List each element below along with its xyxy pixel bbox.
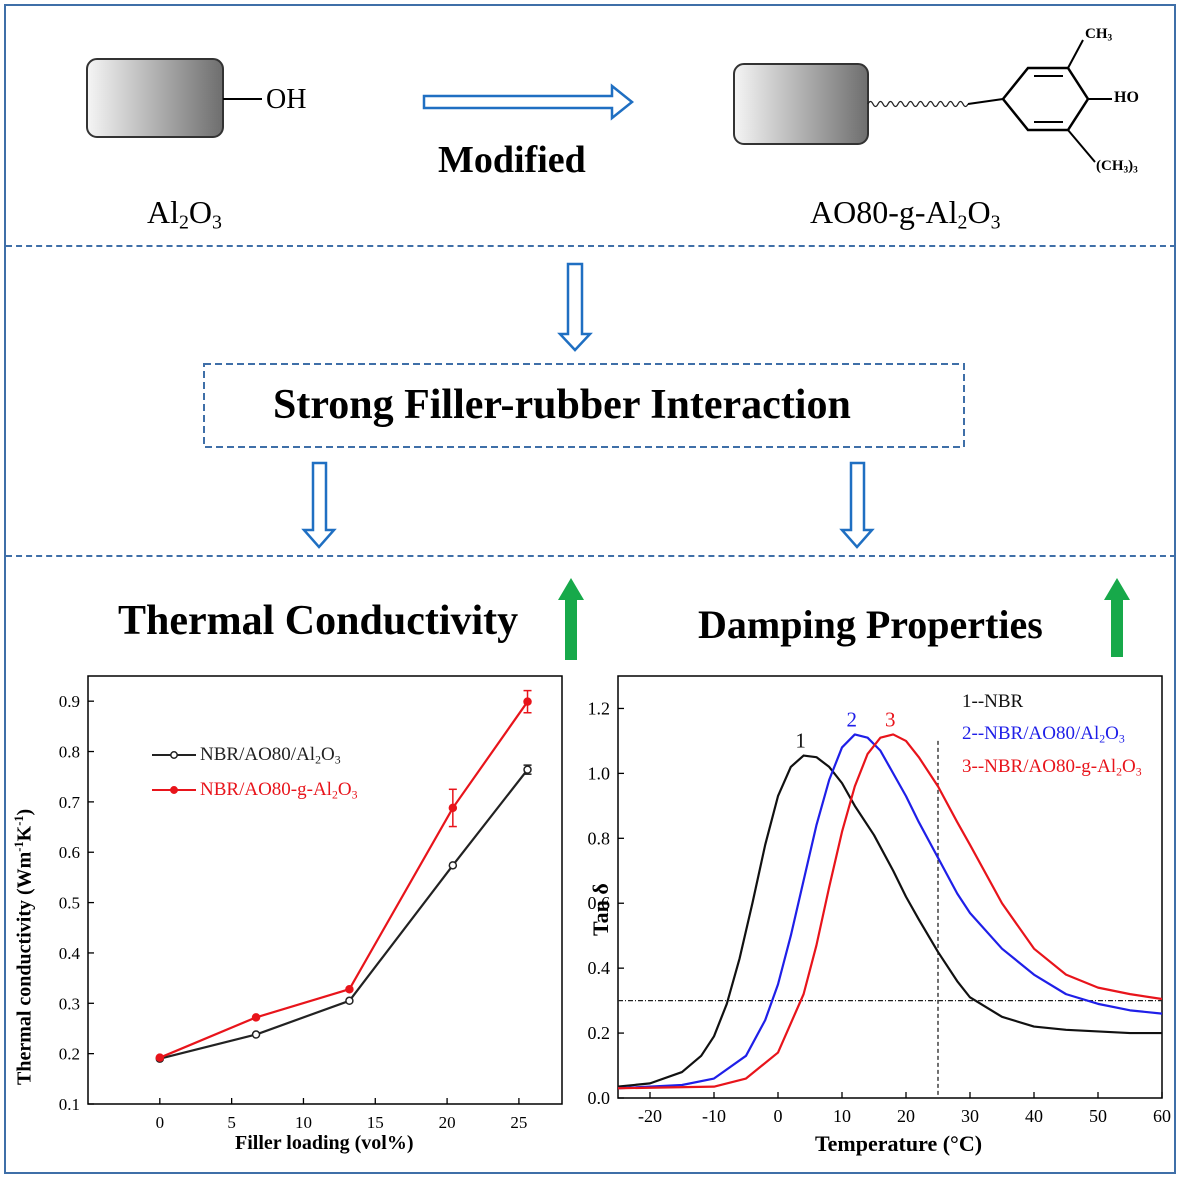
right-xtick-label: -20 [638,1106,662,1126]
left-xtick-label: 20 [439,1113,456,1132]
left-series-2-point [448,803,458,813]
left-xtick-label: 15 [367,1113,384,1132]
left-xtick-label: 5 [227,1113,236,1132]
tbutyl-bond [1067,129,1096,163]
right-xtick-label: 0 [774,1106,783,1126]
chain-linker [867,100,969,108]
left-ylabel: Thermal conductivity (Wm-1K-1) [12,808,36,1085]
down-arrow-icon [557,262,593,352]
right-series-2-peak-label: 2 [847,707,858,731]
left-xtick-label: 25 [510,1113,527,1132]
legend-left-marker-1 [170,751,178,759]
right-xtick-label: 30 [961,1106,979,1126]
right-ytick-label: 0.2 [588,1023,611,1043]
left-series-1-line [159,768,529,1060]
divider-top [6,245,1176,247]
left-ytick-label: 0.2 [59,1045,80,1064]
right-xtick-label: 20 [897,1106,915,1126]
right-series-1-line [617,754,1162,1088]
left-ytick-label: 0.3 [59,994,80,1013]
left-ytick-label: 0.7 [59,793,81,812]
left-ytick-label: 0.4 [59,944,81,963]
left-ytick-label: 0.5 [59,894,80,913]
right-ytick-label: 0.4 [588,958,611,978]
modified-label: Modified [438,139,586,181]
figure-frame [4,4,1176,1174]
right-series-3-peak-label: 3 [885,707,896,731]
scheme-graphics [86,39,1130,660]
right-xtick-label: 50 [1089,1106,1107,1126]
left-series-1-point [251,1030,261,1039]
right-xtick-label: 40 [1025,1106,1043,1126]
methyl-label: CH3 [1085,26,1113,44]
increase-arrow-right-icon [1104,578,1130,657]
left-xtick-label: 0 [156,1113,165,1132]
right-ytick-label: 1.0 [588,763,611,783]
right-ytick-label: 1.2 [588,698,611,718]
left-series-2-point [251,1013,261,1022]
ring-bond [967,98,1004,105]
oh-group-label: OH [266,84,307,115]
left-ytick-label: 0.9 [59,692,80,711]
down-arrow-left-icon [301,461,337,549]
ao80-g-al2o3-label: AO80-g-Al2O3 [810,194,1001,234]
interaction-box [203,363,965,448]
legend-left-series-1: NBR/AO80/Al2O3 [200,744,341,767]
right-xtick-label: 60 [1153,1106,1171,1126]
legend-left-series-2: NBR/AO80-g-Al2O3 [200,779,358,802]
increase-arrow-left-icon [558,578,584,660]
modify-arrow-icon [422,83,635,121]
legend-right-series-1: 1--NBR [962,691,1024,712]
left-ytick-label: 0.6 [59,843,80,862]
right-ytick-label: 0.6 [588,893,611,913]
left-series-2-point [523,697,532,706]
left-ytick-label: 0.8 [59,743,80,762]
divider-bottom [6,555,1176,557]
left-ytick-label: 0.1 [59,1095,80,1114]
right-plot-frame [617,675,1163,1099]
right-xtick-label: 10 [833,1106,851,1126]
right-ytick-label: 0.0 [588,1088,611,1108]
legend-right-series-3: 3--NBR/AO80-g-Al2O3 [962,756,1142,779]
right-ylabel: Tan δ [588,883,613,936]
right-xtick-label: -10 [702,1106,726,1126]
left-xlabel: Filler loading (vol%) [235,1132,414,1154]
interaction-label: Strong Filler-rubber Interaction [273,382,851,428]
left-series-1-point [448,861,458,870]
hydroxyl-label: HO [1114,89,1139,106]
right-series-1-peak-label: 1 [795,729,806,753]
al2o3-label: Al2O3 [147,194,222,234]
left-series-1-point [523,765,532,774]
legend-left-marker-2 [170,786,178,794]
right-series-3-line [617,733,1163,1090]
methyl-bond [1067,39,1084,69]
left-series-2-point [345,984,354,994]
left-series-1-point [345,996,354,1006]
tbutyl-label: (CH3)3 [1096,158,1138,176]
down-arrow-right-icon [839,461,875,549]
right-xlabel: Temperature (°C) [815,1131,983,1156]
legend-right-series-2: 2--NBR/AO80/Al2O3 [962,723,1125,746]
thermal-conductivity-heading: Thermal Conductivity [118,598,519,644]
right-series-2-line [617,733,1163,1090]
damping-properties-heading: Damping Properties [698,602,1043,647]
left-series-2-point [155,1053,165,1062]
right-ytick-label: 0.8 [588,828,611,848]
left-xtick-label: 10 [295,1113,312,1132]
left-plot-frame [87,675,563,1105]
